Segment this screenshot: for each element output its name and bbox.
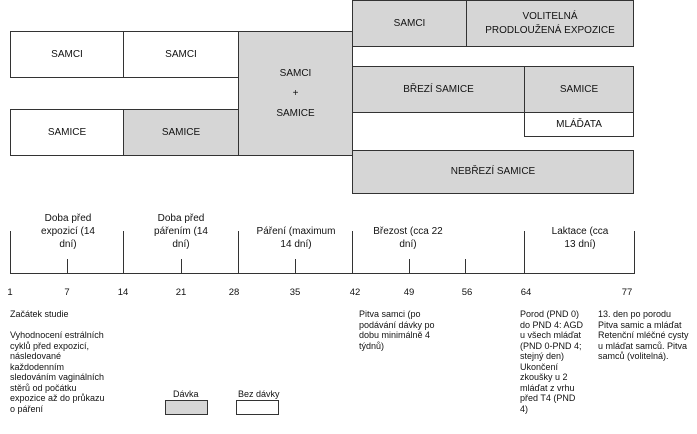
males-pre-exposure-box: SAMCI	[10, 31, 124, 78]
timeline-axis	[10, 273, 634, 274]
box-label: VOLITELNÁ PRODLOUŽENÁ EXPOZICE	[485, 10, 615, 36]
mating-females-label: SAMICE	[276, 107, 315, 119]
timeline-boundary-start	[10, 231, 11, 274]
pregnant-females-box: BŘEZÍ SAMICE	[352, 66, 525, 113]
legend-no-dose-label: Bez dávky	[238, 389, 280, 399]
tick-label: 21	[175, 287, 187, 298]
mating-males-label: SAMCI	[279, 67, 312, 79]
mating-box: SAMCI + SAMICE	[238, 31, 353, 156]
box-label: SAMCI	[51, 48, 83, 60]
tick-label: 14	[117, 287, 129, 298]
timeline-boundary-14	[123, 231, 124, 274]
tick-label: 77	[621, 287, 633, 298]
box-label: SAMICE	[161, 126, 201, 138]
optional-extended-exposure-box: VOLITELNÁ PRODLOUŽENÁ EXPOZICE	[466, 0, 634, 47]
tick-label: 42	[349, 287, 361, 298]
note-day-13: 13. den po porodu Pitva samic a mláďat R…	[598, 309, 689, 361]
legend-dose-swatch	[165, 400, 208, 415]
tick-label: 1	[7, 287, 13, 298]
females-pre-mating-box: SAMICE	[123, 109, 239, 156]
timeline-boundary-28	[238, 231, 239, 274]
phase-lactation: Laktace (cca 13 dní)	[551, 226, 609, 250]
females-pre-exposure-box: SAMICE	[10, 109, 124, 156]
pups-box: MLÁĎATA	[524, 112, 634, 137]
tick-label: 28	[228, 287, 240, 298]
timeline-tick-21	[181, 259, 182, 274]
timeline-tick-49	[409, 259, 410, 274]
lactating-females-box: SAMICE	[524, 66, 634, 113]
tick-label: 35	[289, 287, 301, 298]
phase-pregnancy: Březost (cca 22 dní)	[373, 226, 443, 250]
note-study-start: Začátek studie	[10, 309, 69, 319]
males-after-mating-box: SAMCI	[352, 0, 467, 47]
phase-pre-exposure: Doba před expozicí (14 dní)	[41, 213, 95, 250]
phase-pre-mating: Doba před pářením (14 dní)	[154, 213, 208, 250]
timeline-boundary-42	[352, 231, 353, 274]
timeline-tick-56	[465, 259, 466, 274]
tick-label: 7	[64, 287, 70, 298]
non-pregnant-females-box: NEBŘEZÍ SAMICE	[352, 150, 634, 194]
timeline-boundary-64	[524, 231, 525, 274]
legend-dose-label: Dávka	[173, 389, 199, 399]
box-label: MLÁĎATA	[556, 118, 602, 130]
note-birth-pnd: Porod (PND 0) do PND 4: AGD u všech mláď…	[520, 309, 584, 414]
timeline-tick-7	[67, 259, 68, 274]
box-label: SAMCI	[165, 48, 197, 60]
tick-label: 49	[403, 287, 415, 298]
note-male-necropsy: Pitva samci (po podávání dávky po dobu m…	[359, 309, 435, 351]
timeline-boundary-end	[634, 231, 635, 274]
tick-label: 64	[520, 287, 532, 298]
box-label: NEBŘEZÍ SAMICE	[450, 166, 536, 177]
tick-label: 56	[461, 287, 473, 298]
box-label: SAMCI	[393, 17, 426, 29]
box-label: SAMICE	[559, 83, 599, 95]
box-label: BŘEZÍ SAMICE	[403, 83, 474, 95]
note-estrous-cycle: Vyhodnocení estrálních cyklů před expozi…	[10, 330, 105, 414]
timeline-tick-35	[295, 259, 296, 274]
box-label: SAMICE	[47, 126, 87, 138]
legend-no-dose-swatch	[236, 400, 279, 415]
mating-plus-label: +	[292, 87, 299, 99]
males-pre-mating-box: SAMCI	[123, 31, 239, 78]
phase-mating: Páření (maximum 14 dní)	[256, 226, 336, 250]
